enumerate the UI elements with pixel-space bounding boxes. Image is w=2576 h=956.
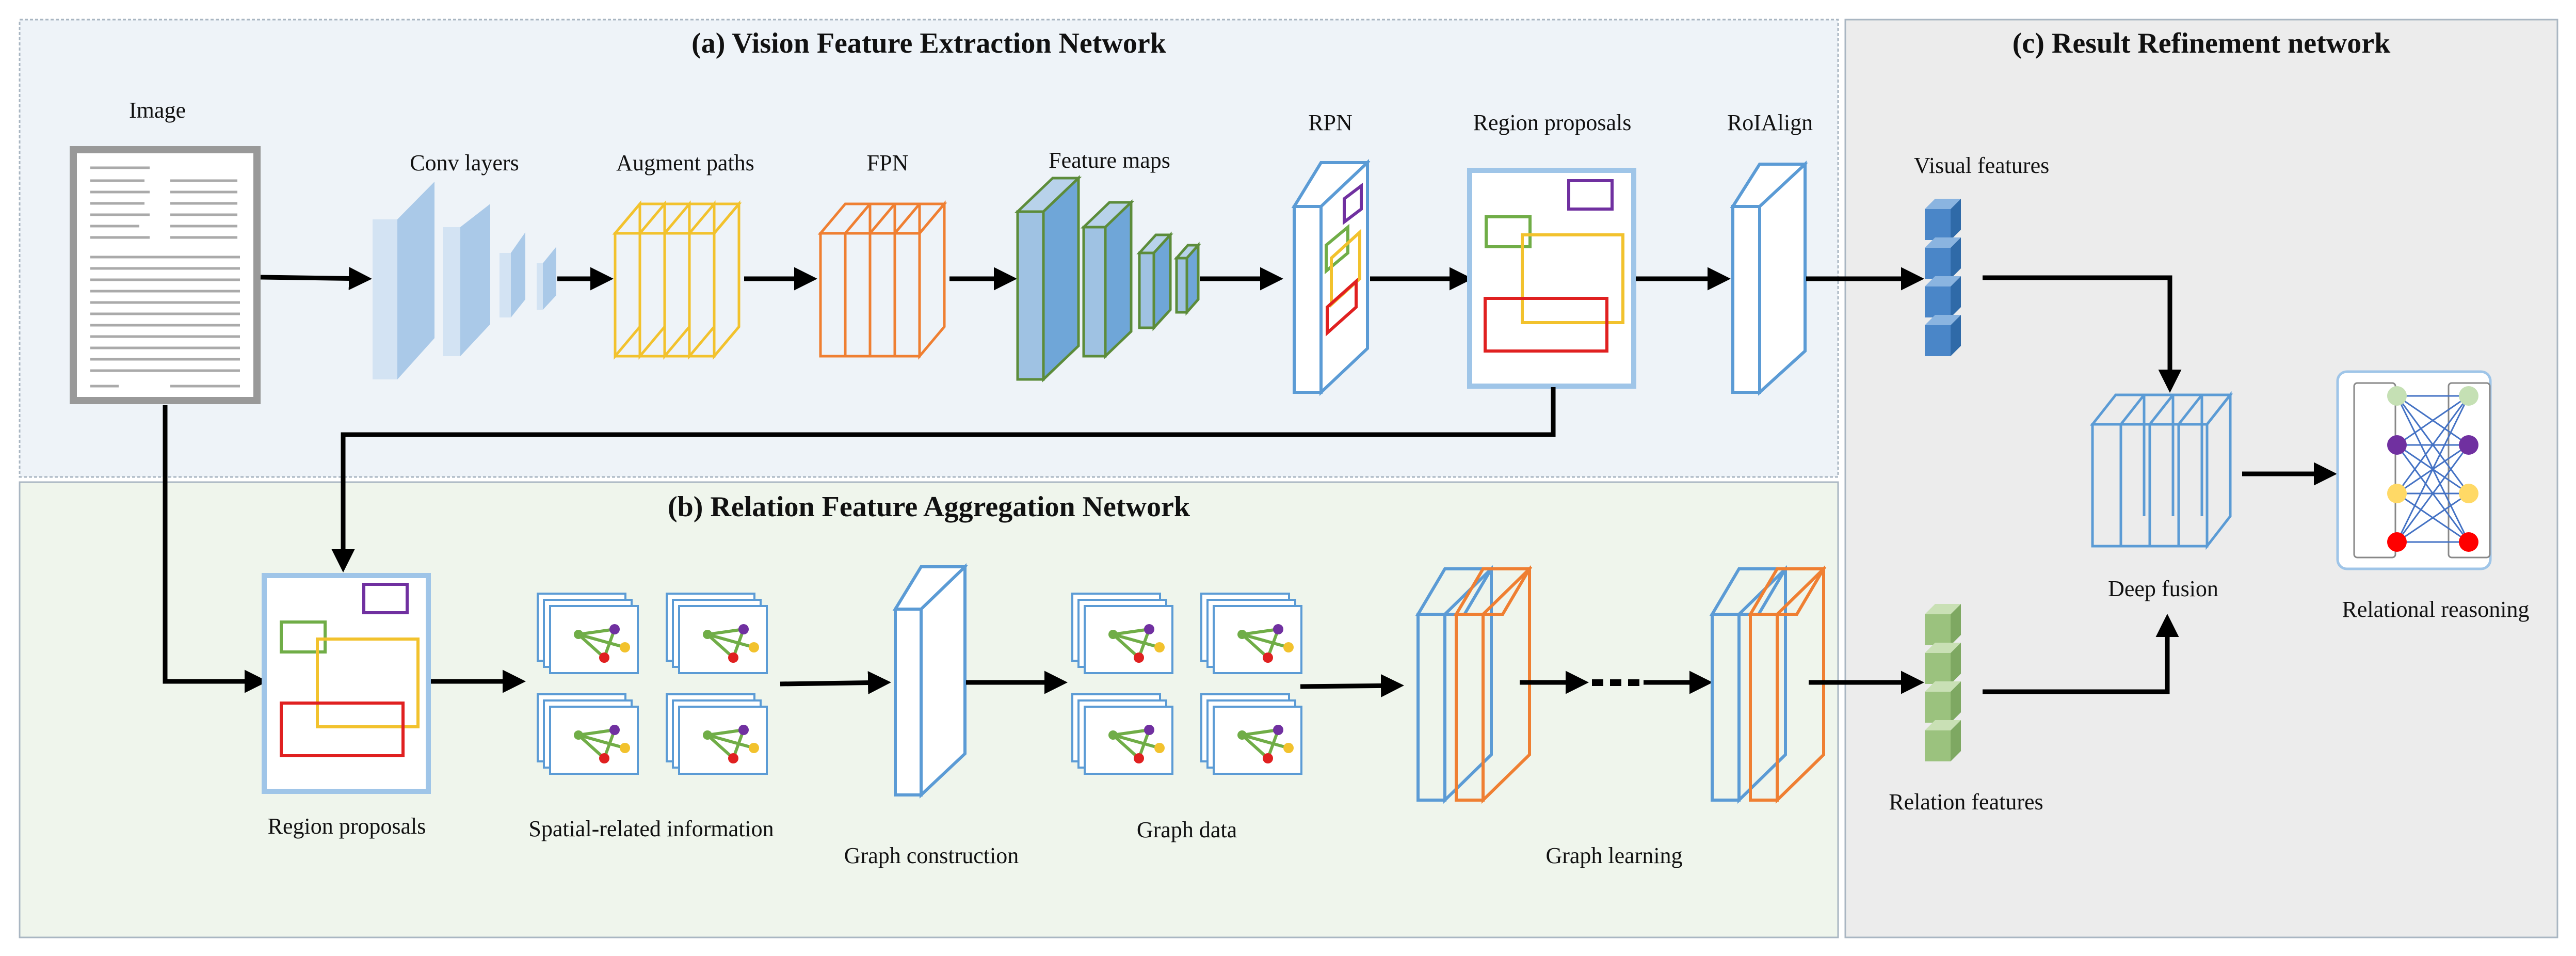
graph-learning-label: Graph learning (1545, 843, 1682, 868)
roialign-label: RoIAlign (1727, 110, 1813, 135)
relational-reasoning-graph (2336, 370, 2492, 570)
graph-learning-block-2 (1709, 565, 1827, 804)
region-proposals-top-frame (1467, 168, 1636, 389)
rpn-block (1291, 159, 1371, 396)
augment-paths-block (612, 200, 742, 360)
fpn-label: FPN (867, 150, 909, 176)
panel-c-title: (c) Result Refinement network (2013, 27, 2391, 59)
visual-features-label: Visual features (1914, 153, 2049, 178)
rpn-label: RPN (1308, 110, 1353, 135)
relation-features-cubes (1925, 604, 1961, 761)
arrow-image-to-conv (260, 266, 372, 290)
arrow-image-to-region-proposals (163, 405, 268, 693)
visual-features-cubes (1925, 199, 1961, 356)
fpn-block (817, 200, 947, 360)
graph-learning-block-1 (1415, 565, 1533, 804)
graph-data-label: Graph data (1137, 817, 1237, 842)
input-document-image (70, 146, 261, 404)
region-proposals-top-label: Region proposals (1473, 110, 1632, 135)
conv-layers-block (373, 182, 556, 379)
ellipsis-dots (1592, 679, 1639, 686)
spatial-info-label: Spatial-related information (528, 816, 774, 841)
arrow-visual-to-fusion (1983, 275, 2182, 393)
augment-paths-label: Augment paths (616, 150, 754, 176)
arrow-proposals-to-panel-b (331, 387, 1556, 572)
graph-construction-label: Graph construction (844, 843, 1019, 868)
panel-a-title: (a) Vision Feature Extraction Network (691, 27, 1167, 59)
feature-maps-block (1014, 175, 1201, 383)
graph-construction-block (892, 563, 968, 799)
image-label: Image (129, 98, 186, 123)
arrow-graph-data-to-learning (1300, 674, 1404, 697)
deep-fusion-label: Deep fusion (2108, 576, 2218, 601)
feature-maps-label: Feature maps (1049, 148, 1170, 173)
roialign-block (1730, 161, 1808, 396)
panel-b-title: (b) Relation Feature Aggregation Network (668, 491, 1190, 523)
relation-features-label: Relation features (1889, 789, 2043, 815)
arrow-relation-to-fusion (1983, 614, 2179, 694)
conv-layers-label: Conv layers (410, 150, 519, 176)
region-proposals-bottom-label: Region proposals (268, 814, 426, 839)
deep-fusion-block (2089, 391, 2233, 550)
relational-reasoning-label: Relational reasoning (2342, 597, 2530, 622)
arrow-spatial-to-graph-construction (780, 671, 891, 695)
region-proposals-bottom-frame (262, 573, 431, 794)
